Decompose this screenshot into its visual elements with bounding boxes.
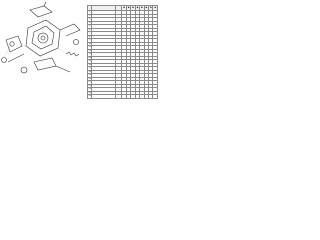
applicability-cell [147,94,154,99]
left-bolt-part[interactable] [9,41,15,47]
right-arm-part[interactable] [59,23,81,37]
table-row[interactable]: 23 [86,87,158,92]
header-mark-cell: ● [152,5,158,11]
table-row[interactable]: 15 [86,59,158,64]
table-row[interactable]: 22 [86,83,158,88]
shaft-part[interactable] [7,53,25,63]
table-row[interactable]: 21 [86,80,158,85]
header-ref-cell [86,5,93,11]
table-row[interactable]: 17 [86,66,158,71]
bottom-plate-part[interactable] [33,57,57,71]
table-header-row: ●●●●●●●● [86,5,158,11]
bottom-rod-part[interactable] [55,65,71,73]
bottom-seal-part[interactable] [20,66,28,74]
spring-part[interactable] [65,51,80,57]
top-cover-part[interactable] [29,5,53,18]
part-number-cell [91,94,117,99]
table-row[interactable]: 25 [86,94,158,99]
washer-part[interactable] [1,57,7,63]
table-row[interactable]: 9 [86,38,158,43]
leader-lines [3,17,67,61]
table-row[interactable]: 18 [86,69,158,74]
header-mark-cell: ● [147,5,154,11]
top-stud-part[interactable] [43,1,47,7]
table-row[interactable]: 16 [86,62,158,67]
right-nut-part[interactable] [73,39,79,45]
ref-number-cell: 25 [86,94,93,99]
housing-inner-part[interactable] [31,25,55,50]
table-row[interactable]: 13 [86,52,158,57]
exploded-parts-diagram [1,1,81,74]
applicability-cell [152,94,158,99]
